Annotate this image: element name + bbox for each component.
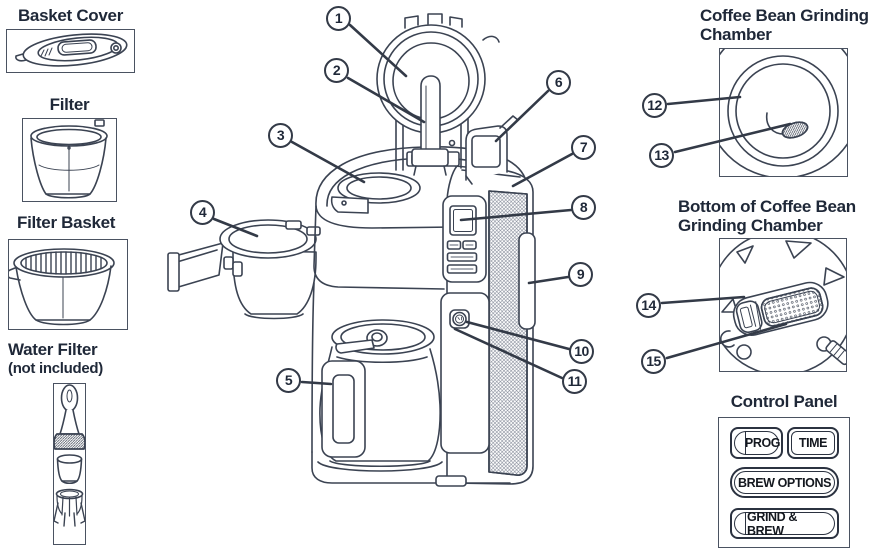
water-filter-image-box [53,383,86,545]
callout-13: 13 [649,143,674,168]
bean-hopper-lid [465,115,519,185]
grind-brew-button-label: GRIND & BREW [734,510,835,538]
callout-11: 11 [562,369,587,394]
callout-8: 8 [571,195,596,220]
water-filter-title-text: Water Filter [8,340,98,359]
open-top-lid [376,13,500,176]
brew-options-button: BREW OPTIONS [730,467,839,498]
brew-options-button-label: BREW OPTIONS [734,471,835,494]
callout-9: 9 [568,262,593,287]
callout-2: 2 [324,58,349,83]
grinding-chamber-image-box [719,48,848,177]
callout-15: 15 [641,349,666,374]
machine-base [311,451,511,487]
prog-button: PROG [730,427,783,459]
reservoir-top [311,146,528,453]
filter-image-box [22,118,117,202]
control-panel-box: PROG TIME BREW OPTIONS GRIND & BREW [718,417,850,548]
carafe [317,319,443,472]
machine-tower [446,165,536,485]
time-button-label: TIME [791,431,835,455]
water-filter-title: Water Filter (not included) [8,340,138,378]
coffee-maker-illustration [167,13,536,487]
grind-brew-button: GRIND & BREW [730,508,839,539]
lower-front-panel [440,292,490,454]
callout-3: 3 [268,123,293,148]
bottom-chamber-title: Bottom of Coffee Bean Grinding Chamber [678,197,856,235]
callout-10: 10 [569,339,594,364]
prog-button-label: PROG [734,431,781,455]
water-filter-subtitle: (not included) [8,360,103,377]
swing-basket-holder [167,219,321,320]
callout-1: 1 [326,6,351,31]
filter-title: Filter [49,95,90,114]
power-button-bezel [449,309,470,329]
water-tube [420,75,441,153]
callout-12: 12 [642,93,667,118]
carafe-handle [321,360,366,458]
filter-basket-image-box [8,239,128,330]
power-button [452,311,467,327]
basket-cover-image-box [6,29,135,73]
callout-6: 6 [546,70,571,95]
basket-cover-title: Basket Cover [17,6,124,25]
grinding-chamber-title: Coffee Bean Grinding Chamber [700,6,869,44]
callout-7: 7 [571,135,596,160]
control-panel-title: Control Panel [730,392,838,411]
front-control-panel [442,195,487,283]
display-screen [449,205,477,236]
callout-14: 14 [636,293,661,318]
side-door-handle [518,232,536,330]
callout-5: 5 [276,368,301,393]
time-button: TIME [787,427,839,459]
callout-4: 4 [190,200,215,225]
filter-basket-title: Filter Basket [17,213,116,232]
bottom-chamber-image-box [719,238,847,372]
